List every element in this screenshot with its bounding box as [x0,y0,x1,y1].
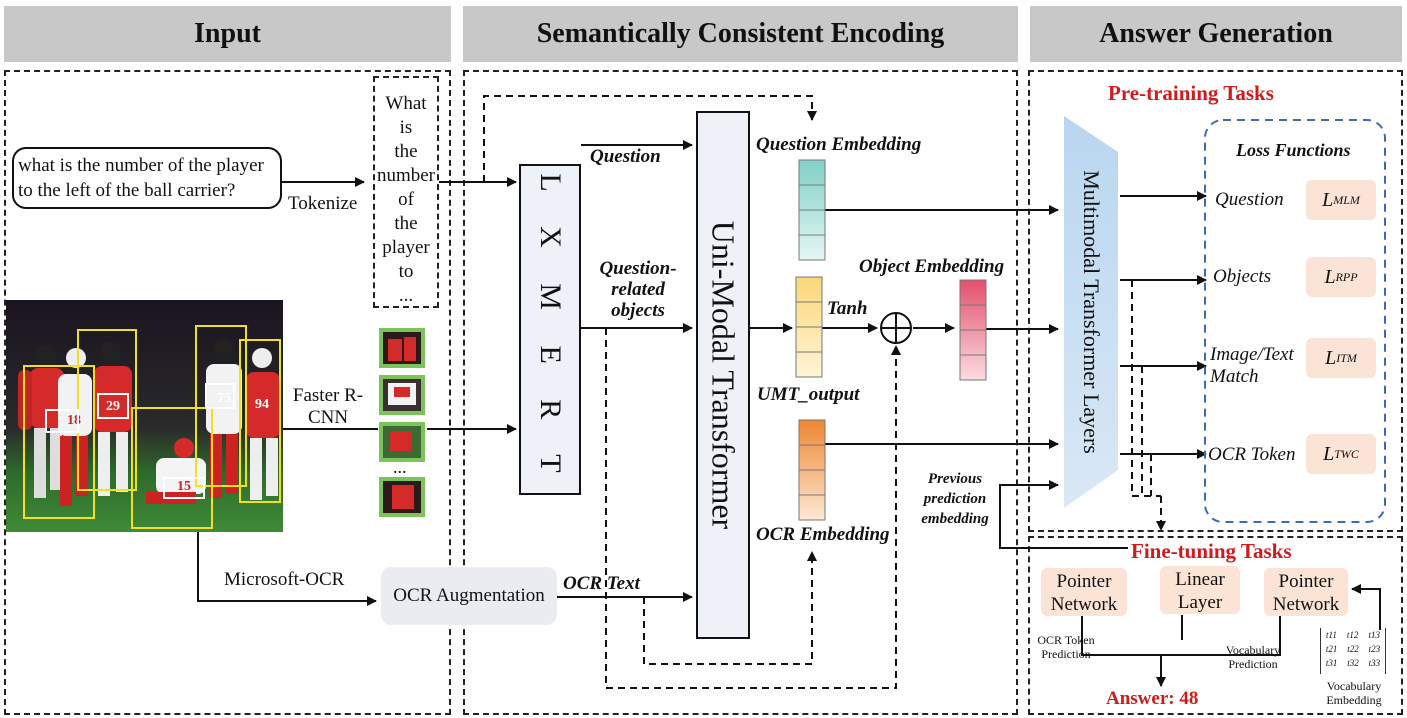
football-image: 29 75 94 15 18 [6,300,283,532]
previous-prediction-label: Previous prediction embedding [921,471,989,527]
ocr-token-prediction-label: OCR Token Prediction [1037,633,1095,661]
task-label-ocr-token: OCR Token [1208,444,1296,465]
finetuning-title: Fine-tuning Tasks [1128,540,1295,562]
vocabulary-prediction-label: Vocabulary Prediction [1225,643,1281,671]
jersey-number: 94 [255,397,269,412]
token: the [394,213,418,234]
question-embedding-label: Question Embedding [756,134,922,155]
task-label-objects: Objects [1213,266,1272,287]
lxmert-box: L X M E R T [519,164,581,495]
mtl-label: Multimodal Transformer Layers [1079,170,1104,454]
pretraining-title: Pre-training Tasks [1108,81,1274,105]
jersey-number: 15 [177,479,191,494]
token: number [376,165,436,186]
token: What [385,93,427,114]
region-crops [379,328,425,517]
loss-subscript: RPP [1335,269,1358,284]
finetuning-panel [1028,536,1403,715]
umt-output-label: UMT_output [757,384,860,405]
vocabulary-embedding-label: Vocabulary Embedding [1326,679,1382,707]
token: player [382,237,430,258]
task-label-question: Question [1215,189,1284,210]
tanh-label: Tanh [827,298,868,319]
token: is [399,117,413,138]
crops-ellipsis: ... [393,457,407,477]
encoding-header: Semantically Consistent Encoding [463,6,1018,62]
ocr-text-label: OCR Text [563,573,640,594]
pointer-network-vocab: Pointer Network [1264,568,1348,616]
faster-rcnn-label: Faster R-CNN [292,385,364,428]
ocr-augmentation-box: OCR Augmentation [381,567,557,625]
token: ... [398,285,414,306]
loss-subscript: MLM [1333,192,1360,207]
multimodal-transformer-layers: Multimodal Transformer Layers [1064,116,1118,508]
loss-functions-box [1204,119,1386,523]
encoding-panel [463,70,1018,715]
token: the [394,141,418,162]
answer-text: Answer: 48 [1106,688,1199,709]
ocr-embedding-label: OCR Embedding [756,524,890,545]
umt-box: Uni-Modal Transformer [696,111,750,639]
loss-functions-title: Loss Functions [1236,140,1351,160]
input-panel [4,70,451,715]
pretraining-panel [1028,70,1403,532]
microsoft-ocr-label: Microsoft-OCR [224,569,345,590]
linear-layer: Linear Layer [1160,566,1240,614]
tokenize-label: Tokenize [288,193,358,214]
answer-generation-header: Answer Generation [1030,6,1402,62]
token: of [398,189,414,210]
jersey-number: 75 [217,391,231,406]
multimodal-transformer-shape [1064,116,1118,508]
loss-subscript: ITM [1336,350,1357,365]
pointer-network-ocr: Pointer Network [1041,568,1127,616]
loss-subscript: TWC [1334,446,1359,461]
question-related-objects-label: Question-related objects [599,258,677,321]
question-box: what is the number of the player to the … [12,147,282,209]
token-list: What is the number of the player to ... [373,76,439,308]
input-header: Input [4,6,451,62]
token: to [398,261,414,282]
object-embedding-label: Object Embedding [859,256,1005,277]
task-label-image-text-match: Image/Text Match [1210,344,1294,387]
jersey-number: 29 [106,399,120,414]
question-label: Question [590,146,661,167]
